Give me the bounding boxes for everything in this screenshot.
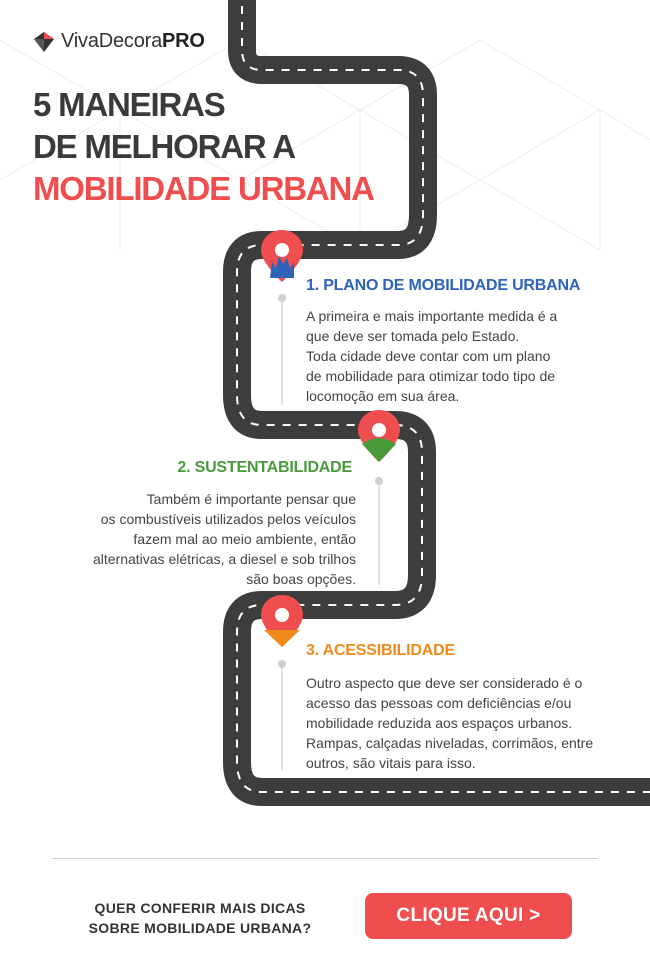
step-3-line: mobilidade reduzida aos espaços urbanos. [306, 715, 573, 731]
step-3-text: Outro aspecto que deve ser considerado é… [306, 673, 606, 773]
step-2-text: Também é importante pensar que os combus… [56, 489, 356, 589]
step-2-line: são boas opções. [246, 571, 356, 587]
step-2-line: alternativas elétricas, a diesel e sob t… [92, 551, 356, 567]
step-3-line: acesso das pessoas com deficiências e/ou [306, 695, 572, 711]
step-2-line: os combustíveis utilizados pelos veículo… [100, 511, 356, 527]
step-2-line: Também é importante pensar que [146, 491, 356, 507]
step-3-line: Rampas, calçadas niveladas, corrimãos, e… [306, 735, 594, 751]
page-title: 5 MANEIRAS DE MELHORAR A MOBILIDADE URBA… [33, 84, 375, 210]
title-line-2: DE MELHORAR A [33, 128, 296, 165]
step-3-line: Outro aspecto que deve ser considerado é… [306, 675, 583, 691]
step-2-heading: 2. SUSTENTABILIDADE [177, 459, 352, 476]
step-1-heading: 1. PLANO DE MOBILIDADE URBANA [306, 277, 581, 294]
logo-wordmark: VivaDecoraPRO [61, 30, 205, 52]
brand-logo[interactable]: VivaDecoraPRO [33, 30, 205, 53]
step-1-line: locomoção em sua área. [306, 388, 460, 404]
step-3-line: outros, são vitais para isso. [306, 755, 476, 771]
click-here-button[interactable]: CLIQUE AQUI > [365, 893, 572, 939]
step-1-text: A primeira e mais importante medida é a … [306, 306, 596, 406]
title-line-1: 5 MANEIRAS [33, 86, 226, 123]
step-3-heading: 3. ACESSIBILIDADE [306, 642, 455, 659]
step-1-line: que deve ser tomada pelo Estado. [306, 328, 520, 344]
divider [52, 858, 598, 859]
ramp-icon [261, 595, 303, 647]
cta-line-1: QUER CONFERIR MAIS DICAS [94, 900, 306, 916]
landscape-icon [358, 410, 400, 462]
step-2-line: fazem mal ao meio ambiente, então [133, 531, 356, 547]
cta-text: QUER CONFERIR MAIS DICAS SOBRE MOBILIDAD… [62, 898, 338, 938]
city-icon [261, 230, 303, 282]
step-1-line: Toda cidade deve contar com um plano [306, 348, 551, 364]
step-1-line: A primeira e mais importante medida é a [306, 308, 558, 324]
logo-icon [34, 31, 54, 52]
step-1-line: de mobilidade para otimizar todo tipo de [306, 368, 556, 384]
cta-line-2: SOBRE MOBILIDADE URBANA? [88, 920, 312, 936]
title-line-3: MOBILIDADE URBANA [33, 170, 375, 207]
